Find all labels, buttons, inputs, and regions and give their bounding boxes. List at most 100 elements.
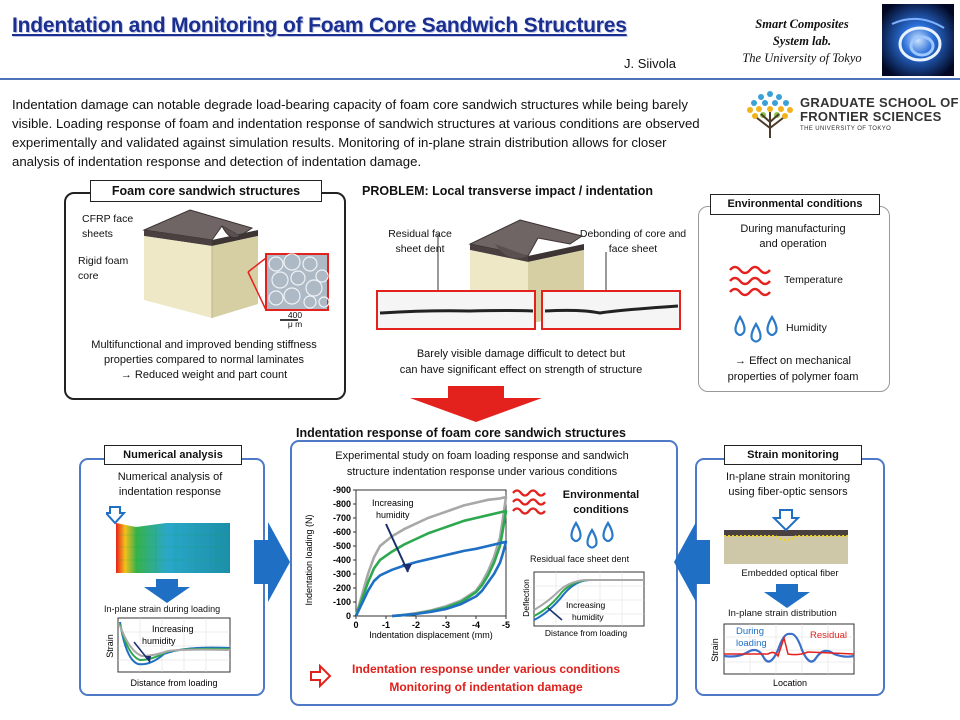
temperature-icon (729, 265, 771, 297)
problem-desc-2: can have significant effect on strength … (399, 364, 643, 376)
indentation-chart: 0-1-2-3-4-50-100-200-300-400-500-600-700… (304, 485, 510, 640)
foam-desc-1: Multifunctional and improved bending sti… (91, 339, 317, 351)
tree-logo-icon (747, 91, 793, 138)
numerical-desc-1: Numerical analysis of (117, 471, 223, 483)
right-arrow-icon (254, 522, 290, 602)
chart-ytick-label: -100 (333, 597, 351, 607)
outcome-2: Monitoring of indentation damage (389, 680, 583, 694)
strain-desc-1: In-plane strain monitoring (725, 471, 851, 483)
deflection-annot-2: humidity (572, 612, 604, 622)
deflection-annot-1: Increasing (566, 600, 605, 610)
sandwich-block-illustration (142, 209, 330, 321)
center-dent-label: Residual face sheet dent (530, 554, 630, 564)
center-humidity-icon (570, 520, 614, 549)
strain-down-arrow-icon (764, 584, 810, 608)
foam-desc-3: → Reduced weight and part count (120, 369, 288, 381)
chart-xtick-label: -3 (442, 620, 450, 630)
center-temperature-icon (512, 489, 546, 515)
author: J. Siivola (624, 56, 677, 71)
scale-unit: μ m (287, 319, 303, 329)
center-title: Indentation response of foam core sandwi… (296, 426, 626, 440)
problem-title: PROBLEM: Local transverse impact / inden… (362, 184, 654, 198)
label-debond: Debonding of core and face sheet (579, 228, 687, 255)
lab-line-2: System lab. (772, 34, 832, 48)
strain-residual: Residual (810, 630, 847, 641)
humidity-label: Humidity (786, 322, 827, 334)
school-line-2: FRONTIER SCIENCES (800, 109, 942, 124)
numerical-annot-2: humidity (142, 636, 176, 646)
chart-series-line-1 (354, 509, 508, 618)
outcome-arrow-icon (310, 664, 332, 688)
foam-desc-2: properties compared to normal laminates (104, 354, 304, 366)
center-desc: Experimental study on foam loading respo… (292, 448, 672, 480)
chart-ytick-label: 0 (346, 611, 351, 621)
chart-ytick-label: -600 (333, 527, 351, 537)
label-cfrp: CFRP face sheets (82, 213, 134, 240)
scale-bar-label: 400 μ m (280, 311, 310, 329)
strain-desc: In-plane strain monitoring using fiber-o… (698, 470, 878, 500)
chart-annot-2: humidity (376, 510, 410, 520)
strain-xlabel: Location (773, 678, 807, 688)
foam-desc: Multifunctional and improved bending sti… (68, 338, 340, 383)
env-box-title: Environmental conditions (710, 194, 880, 215)
env-effect-1: → Effect on mechanical (735, 355, 851, 367)
chart-ytick-label: -200 (333, 583, 351, 593)
left-arrow-icon (674, 522, 710, 602)
header-divider (0, 78, 960, 80)
fem-mesh-illustration (106, 506, 230, 573)
numerical-ylabel: Strain (105, 634, 115, 658)
strain-title: Strain monitoring (724, 445, 862, 465)
chart-ylabel: Indentation loading (N) (304, 514, 314, 605)
center-desc-1: Experimental study on foam loading respo… (335, 450, 629, 462)
school-name: GRADUATE SCHOOL OF FRONTIER SCIENCES (800, 96, 959, 124)
env-desc: During manufacturing and operation (700, 222, 886, 252)
center-box (290, 440, 678, 706)
chart-xtick-label: -4 (472, 620, 480, 630)
numerical-annot-1: Increasing (152, 624, 194, 634)
env-desc-2: and operation (759, 238, 827, 250)
env-effect: → Effect on mechanical properties of pol… (700, 353, 886, 385)
env-desc-1: During manufacturing (740, 223, 846, 235)
center-desc-2: structure indentation response under var… (346, 466, 618, 478)
lab-name: Smart Composites System lab. The Univers… (722, 16, 882, 67)
center-env-label: Environmental conditions (556, 488, 646, 518)
numerical-title: Numerical analysis (104, 445, 242, 465)
label-dent: Residual face sheet dent (388, 228, 452, 255)
scale-num: 400 (287, 310, 303, 320)
down-arrow-icon (410, 386, 542, 422)
numerical-box (79, 458, 265, 696)
deflection-xlabel: Distance from loading (545, 628, 627, 638)
center-env-label-2: conditions (573, 504, 629, 516)
temperature-label: Temperature (784, 274, 843, 286)
numerical-xlabel: Distance from loading (130, 678, 217, 688)
damage-illustration (376, 219, 681, 330)
school-line-1: GRADUATE SCHOOL OF (800, 95, 959, 110)
center-env-label-1: Environmental (562, 489, 640, 501)
strain-ylabel: Strain (710, 638, 720, 662)
optical-fiber-illustration (724, 509, 848, 564)
chart-xlabel: Indentation displacement (mm) (369, 630, 493, 640)
numerical-strain-title: In-plane strain during loading (104, 604, 221, 614)
chart-ytick-label: -300 (333, 569, 351, 579)
strain-desc-2: using fiber-optic sensors (728, 486, 848, 498)
deflection-chart: Deflection Increasing humidity Distance … (521, 571, 645, 638)
chart-ytick-label: -400 (333, 555, 351, 565)
chart-ytick-label: -900 (333, 485, 351, 495)
lab-line-1: Smart Composites (755, 17, 849, 31)
chart-ytick-label: -500 (333, 541, 351, 551)
chart-xtick-label: -1 (382, 620, 390, 630)
problem-desc-1: Barely visible damage difficult to detec… (416, 348, 626, 360)
numerical-down-arrow-icon (144, 579, 190, 603)
lab-line-3: The University of Tokyo (742, 51, 862, 65)
strain-dist-title: In-plane strain distribution (728, 608, 837, 619)
chart-xtick-label: -5 (502, 620, 510, 630)
chart-ytick-label: -800 (333, 499, 351, 509)
problem-desc: Barely visible damage difficult to detec… (366, 346, 676, 378)
numerical-desc: Numerical analysis of indentation respon… (82, 470, 258, 500)
deflection-ylabel: Deflection (521, 579, 531, 617)
chart-ytick-label: -700 (333, 513, 351, 523)
label-core: Rigid foam core (78, 255, 129, 282)
foam-box-title: Foam core sandwich structures (90, 180, 322, 202)
numerical-strain-chart: Strain Increasing humidity Distance from… (105, 617, 231, 688)
chart-series-line-0 (354, 495, 508, 618)
